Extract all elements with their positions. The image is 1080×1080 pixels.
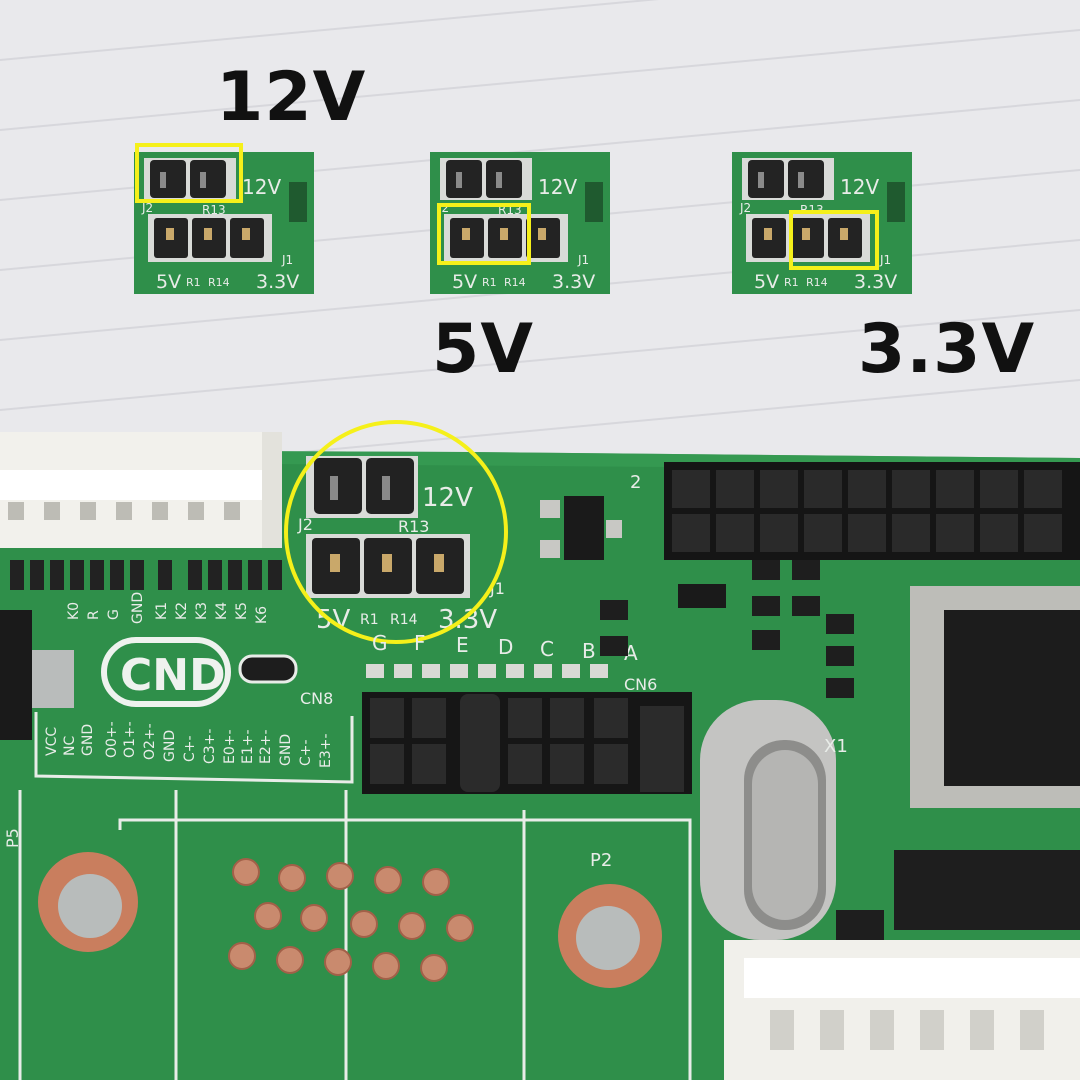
k-label-5: K2 — [174, 602, 190, 620]
label-2: 2 — [630, 472, 641, 493]
highlight-circle — [284, 420, 508, 644]
label-p5: P5 — [3, 828, 22, 848]
thumb-label-12v: 12V — [538, 175, 577, 199]
white-connector-bottom-right — [724, 940, 1080, 1080]
thumb-label-r14: R14 — [806, 276, 828, 289]
highlight-3-3v-jumper — [789, 210, 879, 270]
ic-chip-left — [0, 610, 32, 740]
k-label-1: R — [86, 610, 102, 620]
pin-label-8: C3+- — [202, 729, 218, 764]
thumb-label-3-3v: 3.3V — [552, 271, 595, 293]
thumb-label-3-3v: 3.3V — [256, 271, 299, 293]
main-jumper-area: 12V J2 R13 J1 5V R1 R14 3.3V — [297, 456, 505, 635]
jumper-thumbnail-3-3v: 12V J2 R13 J1 5V R1 R14 3.3V — [732, 152, 912, 294]
mounting-pad-left — [38, 852, 138, 952]
highlight-5v-jumper — [437, 203, 531, 265]
board-outline-lines — [18, 790, 692, 1080]
cn6-letter-b: B — [582, 639, 596, 663]
mounting-pad-p2 — [558, 884, 662, 988]
caption-3-3v: 3.3V — [858, 310, 1036, 389]
cn6-letter-g: G — [372, 631, 388, 655]
label-cn6: CN6 — [624, 675, 657, 694]
cnd-logo: CND — [101, 637, 231, 707]
thumb-label-5v: 5V — [754, 271, 779, 293]
cn6-pad-row — [366, 664, 608, 678]
caption-12v: 12V — [216, 58, 367, 137]
pin-label-5: O2+- — [142, 723, 158, 760]
highlight-12v-jumper — [135, 143, 243, 203]
label-r1: R1 — [360, 612, 379, 628]
pin-label-3: O0+- — [104, 721, 120, 758]
k-label-2: G — [106, 609, 122, 620]
pin-label-9: E0+- — [222, 729, 238, 764]
label-p2: P2 — [590, 850, 612, 871]
thumb-label-12v: 12V — [242, 175, 281, 199]
pin-label-2: GND — [80, 724, 96, 756]
label-r13: R13 — [398, 517, 429, 536]
thumb-label-3-3v: 3.3V — [854, 271, 897, 293]
caption-5v: 5V — [432, 310, 534, 389]
thumb-label-r13: R13 — [202, 203, 226, 217]
pin-label-13: C+- — [298, 739, 314, 766]
pin-label-0: VCC — [44, 727, 60, 756]
cn6-jumper-block — [362, 692, 692, 794]
pin-label-7: C+- — [182, 735, 198, 762]
pin-label-12: GND — [278, 734, 294, 766]
cn6-letter-d: D — [498, 635, 513, 659]
label-x1: X1 — [824, 736, 848, 757]
white-connector-top-left — [0, 432, 282, 548]
logo-text: CND — [120, 650, 226, 701]
label-j2: J2 — [297, 515, 313, 534]
transistor — [564, 496, 604, 560]
pin-label-11: E2+- — [258, 729, 274, 764]
thumb-label-j2: J2 — [739, 201, 751, 215]
pin-label-1: NC — [62, 736, 78, 756]
thumb-label-r14: R14 — [208, 276, 230, 289]
pin-header-top-right — [664, 462, 1080, 560]
k-label-7: K4 — [214, 602, 230, 620]
thumb-label-r1: R1 — [482, 276, 497, 289]
pin-label-outline — [34, 712, 354, 784]
crystal-x1 — [700, 700, 836, 940]
k-label-8: K5 — [234, 602, 250, 620]
thumb-label-j2: J2 — [141, 201, 153, 215]
k-label-0: K0 — [66, 602, 82, 620]
k-label-9: K6 — [254, 606, 270, 624]
thumb-label-r1: R1 — [784, 276, 799, 289]
pin-label-4: O1+- — [122, 721, 138, 758]
thumb-label-r1: R1 — [186, 276, 201, 289]
cn6-letter-c: C — [540, 637, 554, 661]
thumb-label-12v: 12V — [840, 175, 879, 199]
label-12v: 12V — [422, 483, 473, 513]
cn6-letter-f: F — [414, 631, 426, 655]
via-hole-array — [228, 858, 474, 982]
smd-cluster-right — [600, 560, 1080, 960]
thumb-label-j1: J1 — [281, 253, 293, 267]
label-cn8: CN8 — [300, 689, 333, 708]
thumb-label-5v: 5V — [452, 271, 477, 293]
thumb-label-j1: J1 — [577, 253, 589, 267]
k-label-4: K1 — [154, 602, 170, 620]
label-r14: R14 — [390, 612, 418, 628]
metal-component-left — [32, 650, 74, 708]
thumb-label-j1: J1 — [879, 253, 891, 267]
pin-label-10: E1+- — [240, 729, 256, 764]
cn6-letter-e: E — [456, 633, 469, 657]
jumper-thumbnail-5v: 12V J2 R13 J1 5V R1 R14 3.3V — [430, 152, 610, 294]
smd-component-row — [10, 560, 282, 590]
qfp-chip — [910, 586, 1080, 808]
thumb-label-r14: R14 — [504, 276, 526, 289]
thumb-label-5v: 5V — [156, 271, 181, 293]
k-label-6: K3 — [194, 602, 210, 620]
pin-label-14: E3+- — [318, 733, 334, 768]
pin-label-6: GND — [162, 730, 178, 762]
small-ic — [678, 584, 726, 608]
k-label-3: GND — [130, 592, 146, 624]
pad-cn8 — [238, 654, 298, 684]
jumper-thumbnail-12v: 12V J2 R13 J1 5V R1 R14 3.3V — [134, 152, 314, 294]
